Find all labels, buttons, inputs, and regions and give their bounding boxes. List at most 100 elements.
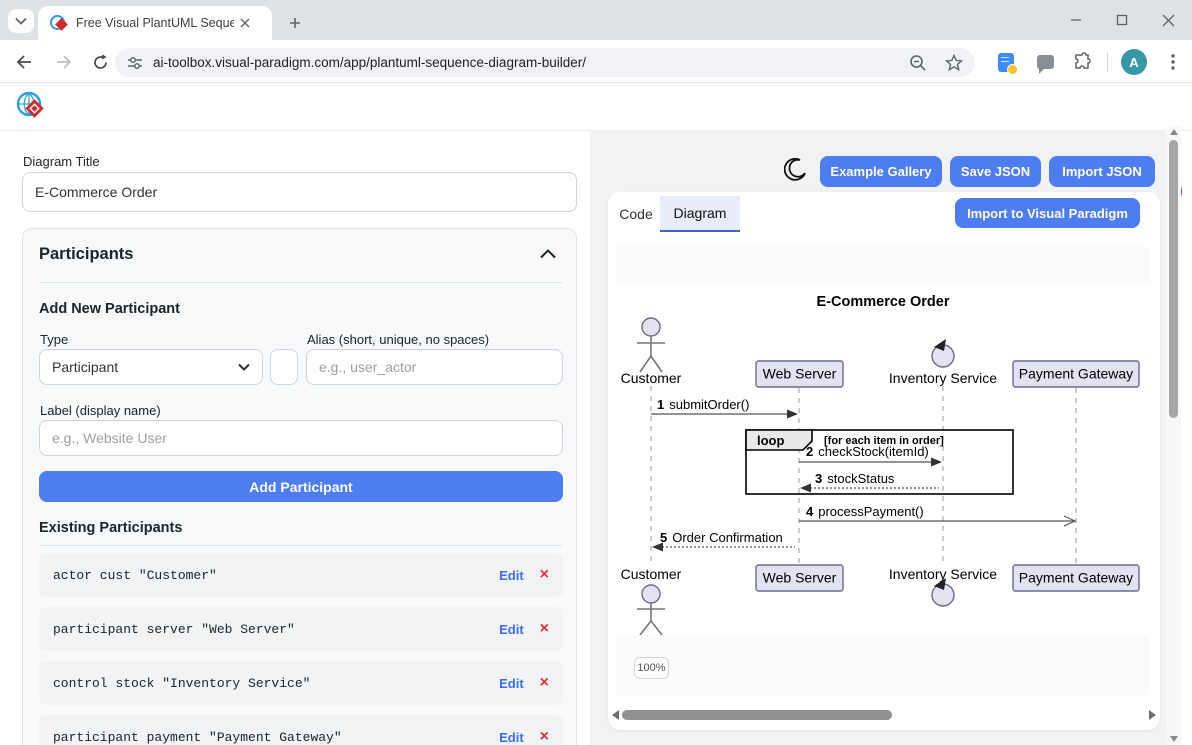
horizontal-scrollbar[interactable]	[612, 706, 1156, 724]
vertical-scroll-thumb[interactable]	[1169, 140, 1178, 418]
sequence-diagram: E-Commerce Order Customer	[616, 283, 1150, 635]
example-gallery-button[interactable]: Example Gallery	[820, 156, 942, 187]
type-select[interactable]: Participant	[39, 349, 263, 385]
comment-bubble-icon[interactable]	[1034, 51, 1056, 73]
add-participant-heading: Add New Participant	[39, 301, 180, 317]
svg-text:3stockStatus: 3stockStatus	[815, 471, 895, 486]
edit-link[interactable]: Edit	[499, 676, 524, 691]
participant-payment-bottom: Payment Gateway	[1013, 565, 1139, 591]
import-to-visual-paradigm-button[interactable]: Import to Visual Paradigm	[955, 198, 1140, 228]
participant-row: control stock "Inventory Service" Edit ×	[39, 661, 563, 705]
alias-label: Alias (short, unique, no spaces)	[307, 332, 489, 347]
alias-input[interactable]	[306, 349, 563, 385]
extensions-puzzle-icon[interactable]	[1071, 51, 1093, 73]
url-text: ai-toolbox.visual-paradigm.com/app/plant…	[153, 55, 909, 70]
color-swatch-box[interactable]	[270, 349, 298, 385]
url-bar[interactable]: ai-toolbox.visual-paradigm.com/app/plant…	[115, 48, 975, 77]
scroll-up-icon[interactable]	[1170, 129, 1178, 135]
dark-mode-moon-icon[interactable]	[784, 158, 806, 187]
save-json-button[interactable]: Save JSON	[950, 156, 1041, 187]
maximize-icon	[1116, 14, 1128, 26]
scroll-right-icon[interactable]	[1148, 710, 1156, 720]
participant-code: participant payment "Payment Gateway"	[53, 730, 499, 745]
right-panel: Example Gallery Save JSON Import JSON Co…	[590, 131, 1166, 745]
message-1: 1submitOrder()	[651, 397, 798, 419]
app-header: PlantUML Sequence Diagram Builder Powere…	[0, 83, 1192, 131]
participant-row: participant server "Web Server" Edit ×	[39, 607, 563, 651]
browser-profile-avatar[interactable]: A	[1121, 49, 1147, 75]
svg-text:4processPayment(): 4processPayment()	[806, 504, 924, 519]
tab-code[interactable]: Code	[612, 196, 660, 232]
vp-favicon-icon	[50, 14, 68, 32]
delete-x-icon[interactable]: ×	[540, 675, 549, 691]
participant-row: actor cust "Customer" Edit ×	[39, 553, 563, 597]
participants-title: Participants	[39, 245, 133, 263]
scroll-down-icon[interactable]	[1170, 736, 1178, 742]
message-3: 3stockStatus	[800, 471, 939, 493]
window-close-button[interactable]	[1145, 0, 1191, 40]
participant-label: Web Server	[763, 366, 837, 382]
participant-label: Payment Gateway	[1019, 570, 1133, 586]
horizontal-scroll-thumb[interactable]	[622, 710, 892, 720]
minimize-icon	[1070, 14, 1082, 26]
reload-icon	[92, 54, 109, 71]
type-select-value: Participant	[52, 359, 118, 375]
site-settings-icon[interactable]	[127, 56, 143, 70]
participant-label: Payment Gateway	[1019, 366, 1133, 382]
tab-diagram[interactable]: Diagram	[660, 196, 740, 232]
participant-label: Inventory Service	[889, 566, 997, 582]
actor-customer-bottom: Customer	[621, 566, 682, 635]
edit-link[interactable]: Edit	[499, 622, 524, 637]
new-tab-button[interactable]	[282, 10, 308, 36]
tab-search-button[interactable]	[8, 9, 34, 33]
browser-tab[interactable]: Free Visual PlantUML Sequence	[38, 6, 272, 40]
svg-text:2checkStock(itemId): 2checkStock(itemId)	[806, 444, 929, 459]
participant-webserver-bottom: Web Server	[756, 565, 843, 591]
vertical-scrollbar[interactable]	[1166, 126, 1181, 745]
message-5: 5Order Confirmation	[652, 530, 795, 552]
zoom-out-icon[interactable]	[909, 54, 927, 72]
diagram-viewport[interactable]: E-Commerce Order Customer	[616, 246, 1150, 696]
message-2: 2checkStock(itemId)	[799, 444, 942, 467]
actor-customer-top: Customer	[621, 318, 682, 386]
existing-participants-heading: Existing Participants	[39, 520, 562, 546]
participant-label: Customer	[621, 370, 682, 386]
collapse-chevron-up-icon[interactable]	[540, 249, 556, 259]
import-json-button[interactable]: Import JSON	[1049, 156, 1155, 187]
label-input[interactable]	[39, 420, 563, 456]
zoom-level-badge[interactable]: 100%	[634, 657, 669, 679]
delete-x-icon[interactable]: ×	[540, 621, 549, 637]
back-icon	[15, 54, 33, 70]
delete-x-icon[interactable]: ×	[540, 729, 549, 745]
app-logo-icon	[13, 89, 49, 125]
diagram-card: Code Diagram Import to Visual Paradigm E…	[608, 192, 1160, 730]
edit-link[interactable]: Edit	[499, 568, 524, 583]
scroll-left-icon[interactable]	[612, 710, 620, 720]
diagram-title-input[interactable]	[22, 172, 577, 212]
browser-menu-kebab-icon[interactable]	[1162, 51, 1184, 73]
label-label: Label (display name)	[40, 403, 161, 418]
forward-button[interactable]	[52, 50, 76, 74]
edit-link[interactable]: Edit	[499, 730, 524, 745]
window-maximize-button[interactable]	[1099, 0, 1145, 40]
back-button[interactable]	[12, 50, 36, 74]
participants-card: Participants Add New Participant Type Pa…	[22, 228, 577, 745]
participant-label: Customer	[621, 566, 682, 582]
tab-title: Free Visual PlantUML Sequence	[76, 16, 234, 30]
svg-text:1submitOrder(): 1submitOrder()	[657, 397, 749, 412]
participant-label: Inventory Service	[889, 370, 997, 386]
control-inventory-top: Inventory Service	[889, 339, 997, 386]
participant-code: control stock "Inventory Service"	[53, 676, 499, 691]
add-participant-button[interactable]: Add Participant	[39, 471, 563, 502]
toolbar-divider	[1107, 52, 1108, 72]
participants-card-header[interactable]: Participants	[39, 245, 562, 283]
reading-list-extension-icon[interactable]	[995, 51, 1017, 73]
bookmark-star-icon[interactable]	[945, 54, 963, 72]
reload-button[interactable]	[88, 50, 112, 74]
window-minimize-button[interactable]	[1053, 0, 1099, 40]
control-inventory-bottom: Inventory Service	[889, 566, 997, 606]
tab-close-icon[interactable]	[240, 18, 250, 28]
close-icon	[1162, 14, 1175, 27]
loop-keyword: loop	[757, 433, 784, 448]
delete-x-icon[interactable]: ×	[540, 567, 549, 583]
